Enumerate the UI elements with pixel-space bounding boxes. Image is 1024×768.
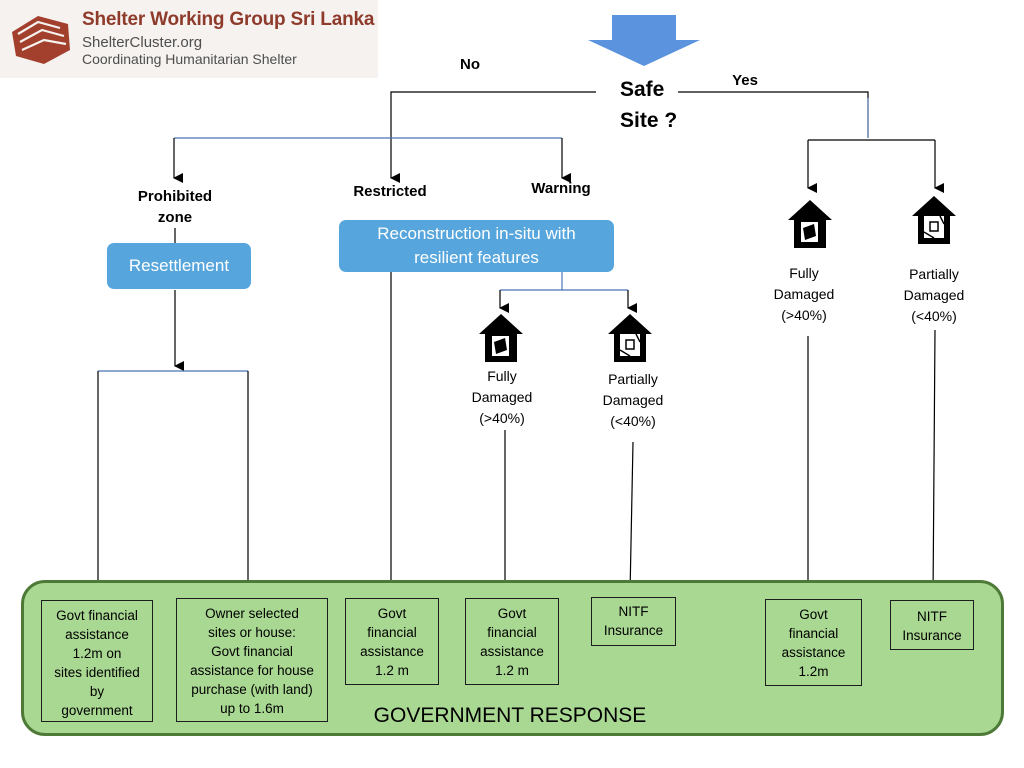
- question-line-1: Safe: [620, 78, 665, 101]
- fully-damaged-label-no-branch: Fully Damaged (>40%): [471, 368, 533, 426]
- logo-title: Shelter Working Group Sri Lanka: [82, 9, 375, 30]
- response-box-warning-fully: Govt financial assistance 1.2 m: [465, 598, 559, 685]
- logo-site: ShelterCluster.org: [82, 34, 203, 51]
- reconstruction-box: Reconstruction in-situ with resilient fe…: [339, 220, 614, 272]
- response-box-resettlement-govt-sites: Govt financial assistance 1.2m on sites …: [41, 600, 153, 722]
- response-box-restricted: Govt financial assistance 1.2 m: [345, 598, 439, 685]
- hands-logo-icon: [12, 16, 70, 64]
- resettlement-box: Resettlement: [107, 243, 251, 289]
- warning-label: Warning: [531, 180, 591, 197]
- fully-damaged-label-yes-branch: Fully Damaged (>40%): [773, 265, 835, 323]
- response-box-safe-partially: NITF Insurance: [890, 600, 974, 650]
- fully-damaged-house-icon: [788, 200, 832, 248]
- partially-damaged-label-no-branch: Partially Damaged (<40%): [602, 371, 664, 429]
- response-box-warning-partially: NITF Insurance: [591, 597, 676, 646]
- entry-arrow-icon: [588, 15, 700, 66]
- partially-damaged-house-icon: [608, 314, 652, 362]
- logo-banner: Shelter Working Group Sri Lanka ShelterC…: [0, 0, 378, 78]
- government-response-title: GOVERNMENT RESPONSE: [373, 704, 647, 727]
- prohibited-zone-label: Prohibited zone: [137, 188, 213, 226]
- yes-label: Yes: [732, 72, 758, 89]
- response-box-safe-fully: Govt financial assistance 1.2m: [765, 599, 862, 686]
- yes-branch-line: [678, 91, 869, 138]
- response-box-owner-selected: Owner selected sites or house: Govt fina…: [176, 598, 328, 722]
- restricted-label: Restricted: [353, 183, 427, 200]
- partially-damaged-house-icon: [912, 196, 956, 244]
- logo-tagline: Coordinating Humanitarian Shelter: [82, 51, 297, 67]
- question-line-2: Site ?: [620, 109, 678, 132]
- safe-site-question: Safe Site ?: [620, 74, 677, 136]
- fully-damaged-house-icon: [479, 314, 523, 362]
- partially-damaged-label-yes-branch: Partially Damaged (<40%): [903, 266, 965, 324]
- no-branch-line: [390, 91, 596, 183]
- no-label: No: [460, 56, 480, 73]
